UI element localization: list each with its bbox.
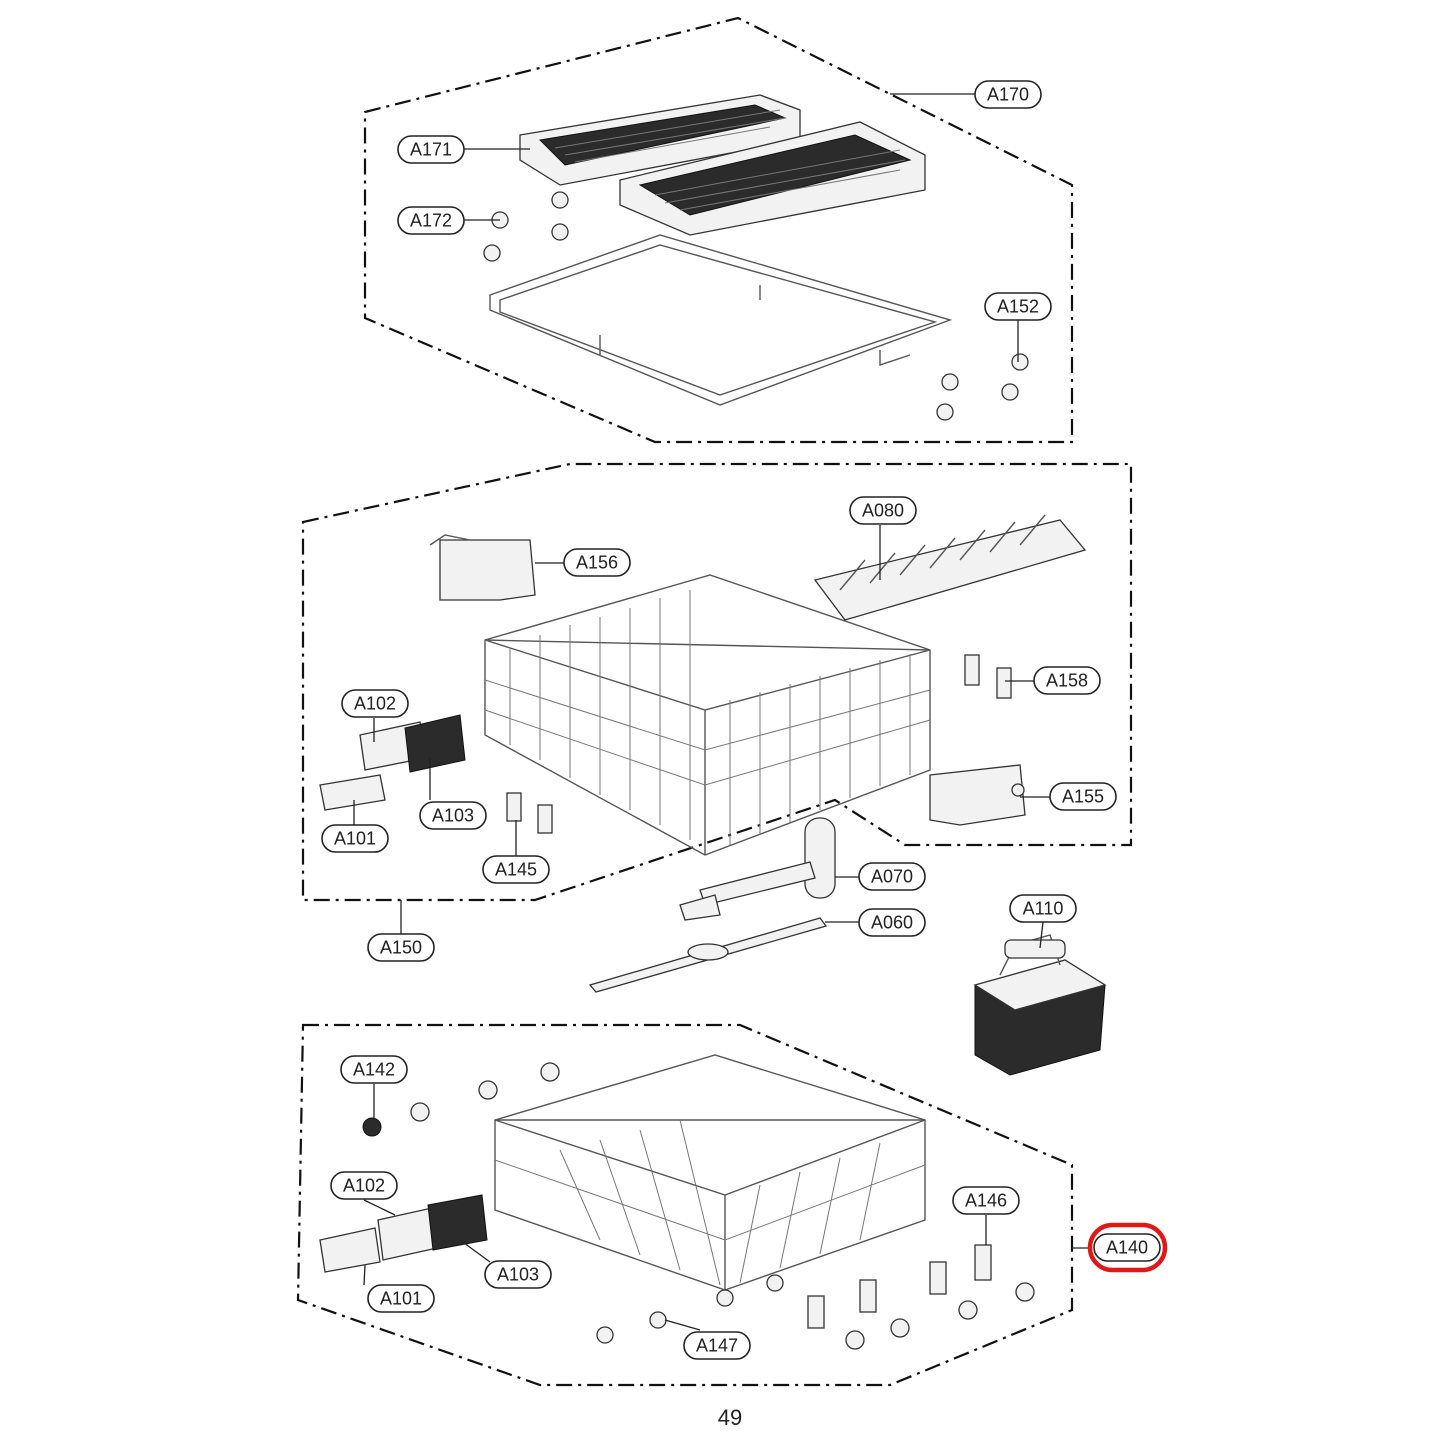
svg-text:A155: A155 [1062,787,1104,807]
tine-rack-a080 [813,514,1087,621]
upper-rack-basket [484,574,931,856]
svg-text:A101: A101 [334,829,376,849]
svg-text:A147: A147 [696,1336,738,1356]
label-a103-upper: A103 [419,801,487,830]
cutlery-tray-right [619,121,926,236]
svg-text:A080: A080 [862,501,904,521]
label-a155: A155 [1049,782,1117,811]
label-a156: A156 [563,548,631,577]
wheels-a142 [362,1062,560,1137]
label-a172: A172 [397,206,465,235]
third-rack-frame [489,234,953,406]
label-a110: A110 [1009,894,1077,923]
label-a147: A147 [683,1331,751,1360]
hinge-a155 [929,764,1026,826]
svg-text:A171: A171 [410,140,452,160]
svg-text:A102: A102 [354,694,396,714]
page-number: 49 [717,1405,743,1430]
label-a146: A146 [952,1186,1020,1215]
middle-group-border [301,462,1133,902]
leader-lines [353,93,1092,1331]
wheels-a147 [596,1274,1035,1350]
svg-text:A060: A060 [871,913,913,933]
highlight-ring-a140 [1087,1222,1168,1273]
svg-text:A170: A170 [987,85,1029,105]
label-a070: A070 [858,862,926,891]
rollers-a172 [483,191,569,262]
svg-text:A103: A103 [497,1265,539,1285]
svg-text:A070: A070 [871,867,913,887]
cutlery-basket-a110 [973,934,1107,1076]
top-group-border [363,16,1074,444]
label-a145: A145 [482,855,550,884]
svg-text:A156: A156 [576,553,618,573]
clips-a145 [506,792,553,834]
svg-text:A150: A150 [380,938,422,958]
label-a158: A158 [1033,666,1101,695]
svg-text:A101: A101 [380,1289,422,1309]
label-a103-lower: A103 [484,1260,552,1289]
clips-a158 [964,654,1012,699]
hinge-a156 [429,534,536,601]
svg-text:A140: A140 [1106,1238,1148,1258]
spray-arm-a070 [679,817,836,921]
svg-text:A146: A146 [965,1191,1007,1211]
handle-parts-upper [319,714,466,811]
label-a102-upper: A102 [341,689,409,718]
spray-arm-a060 [588,917,828,993]
lower-rack-basket [494,1054,926,1291]
clips-a146 [807,1244,992,1329]
label-a152: A152 [984,292,1052,321]
label-a142: A142 [340,1055,408,1084]
svg-text:A102: A102 [343,1176,385,1196]
svg-text:A103: A103 [432,806,474,826]
handle-parts-lower [319,1194,488,1273]
label-a080: A080 [849,496,917,525]
svg-text:A152: A152 [997,297,1039,317]
label-a101-lower: A101 [367,1284,435,1313]
label-a150: A150 [367,933,435,962]
svg-text:A145: A145 [495,860,537,880]
label-a140: A140 [1093,1233,1161,1262]
label-a102-lower: A102 [330,1171,398,1200]
label-a101-upper: A101 [321,824,389,853]
label-a060: A060 [858,908,926,937]
svg-text:A158: A158 [1046,671,1088,691]
rollers-a152 [936,353,1029,421]
svg-text:A142: A142 [353,1060,395,1080]
cutlery-tray-left [519,94,801,186]
svg-text:A110: A110 [1023,899,1064,919]
label-a171: A171 [397,135,465,164]
label-a170: A170 [974,80,1042,109]
lower-group-border [296,1023,1074,1387]
svg-text:A172: A172 [410,211,452,231]
